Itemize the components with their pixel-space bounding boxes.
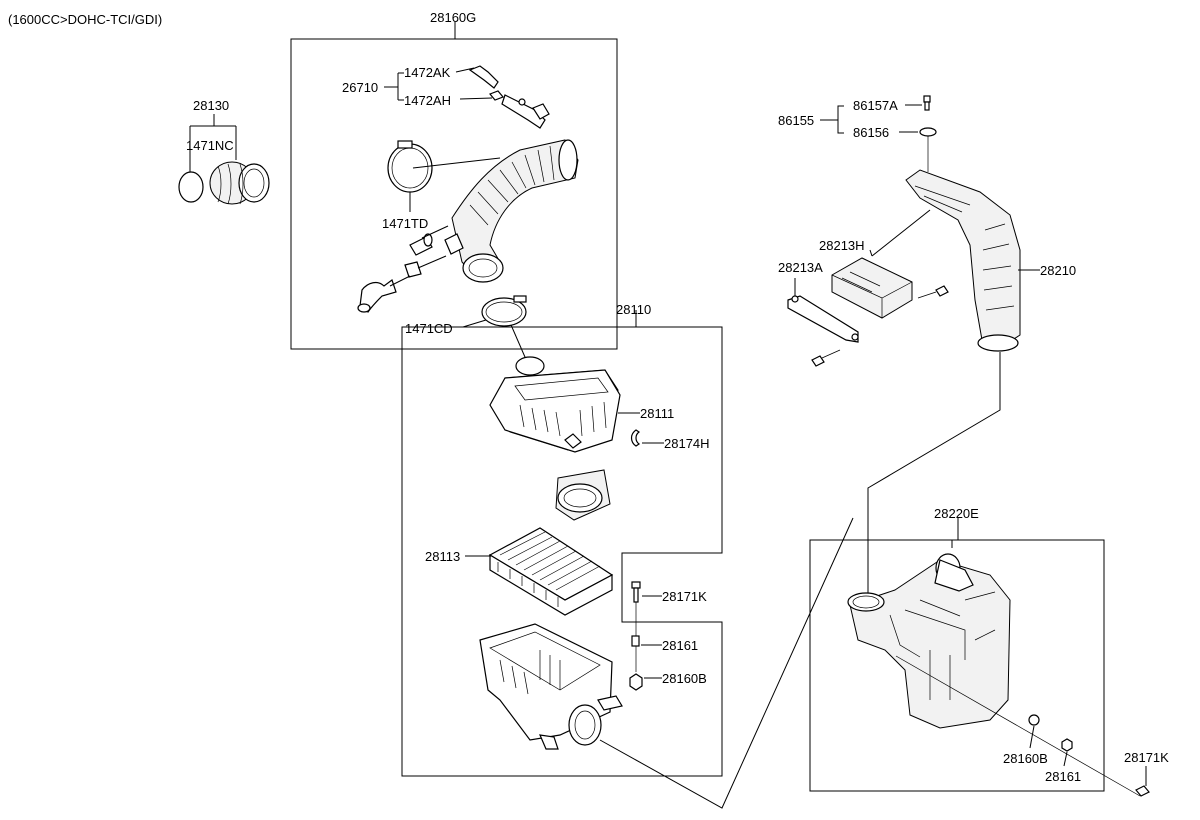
label-28160G: 28160G (430, 10, 476, 25)
bolt-bracket-part (811, 285, 949, 367)
label-28213H: 28213H (819, 238, 865, 253)
label-26710: 26710 (342, 80, 378, 95)
air-cleaner-cover-part (489, 356, 621, 453)
label-28160B-a: 28160B (662, 671, 707, 686)
label-28220E: 28220E (934, 506, 979, 521)
engine-note: (1600CC>DOHC-TCI/GDI) (8, 12, 162, 27)
breather-hose-part (468, 65, 550, 129)
group-box-28110 (401, 326, 723, 777)
air-cleaner-body-part (479, 623, 623, 750)
bolt-28171K-b-part (1135, 785, 1150, 797)
label-28113: 28113 (425, 549, 460, 564)
label-1472AH: 1472AH (404, 93, 451, 108)
duct-adapter-part (555, 469, 611, 521)
grommet-28161-b-part (1061, 738, 1073, 752)
leader-1472AH (459, 97, 493, 100)
label-28160B-b: 28160B (1003, 751, 1048, 766)
clamp-1471TD-part (387, 140, 433, 193)
label-1471NC: 1471NC (186, 138, 234, 153)
label-86157A: 86157A (853, 98, 898, 113)
label-28171K-b: 28171K (1124, 750, 1169, 765)
air-filter-part (488, 527, 614, 616)
label-28174H: 28174H (664, 436, 710, 451)
label-28210: 28210 (1040, 263, 1076, 278)
screw-86157A-part (923, 95, 931, 111)
label-28161-b: 28161 (1045, 769, 1081, 784)
clip-28174H-part (630, 429, 641, 447)
label-28161-a: 28161 (662, 638, 698, 653)
label-28171K-a: 28171K (662, 589, 707, 604)
clamp-1471CD-part (481, 295, 527, 327)
grommet-28161-part (631, 635, 640, 647)
group-box-28220E (809, 539, 1105, 792)
label-1471TD: 1471TD (382, 216, 428, 231)
resonator-28213H-part (831, 257, 913, 319)
leader-1472AK (455, 67, 475, 73)
label-1472AK: 1472AK (404, 65, 451, 80)
hose-28130-part (178, 161, 270, 205)
duct-connector-line (867, 352, 1001, 605)
bolt-28171K-part (631, 581, 641, 603)
intake-hose-part (444, 139, 579, 283)
connector-fitting-part (357, 233, 433, 313)
resonator-28220E-part (847, 553, 1011, 729)
label-28110: 28110 (616, 302, 651, 317)
label-1471CD: 1471CD (405, 321, 453, 336)
group-box-28160G (290, 38, 618, 350)
bracket-28213A-part (787, 295, 859, 343)
airbox-connector-line (599, 517, 854, 809)
label-28130: 28130 (193, 98, 229, 113)
air-duct-28210-part (905, 169, 1021, 352)
label-86155: 86155 (778, 113, 814, 128)
insulator-28160B-part (629, 673, 643, 691)
label-28213A: 28213A (778, 260, 823, 275)
washer-86156-part (919, 127, 937, 137)
insulator-28160B-b-part (1028, 714, 1040, 726)
label-28111: 28111 (640, 406, 674, 421)
label-86156: 86156 (853, 125, 889, 140)
